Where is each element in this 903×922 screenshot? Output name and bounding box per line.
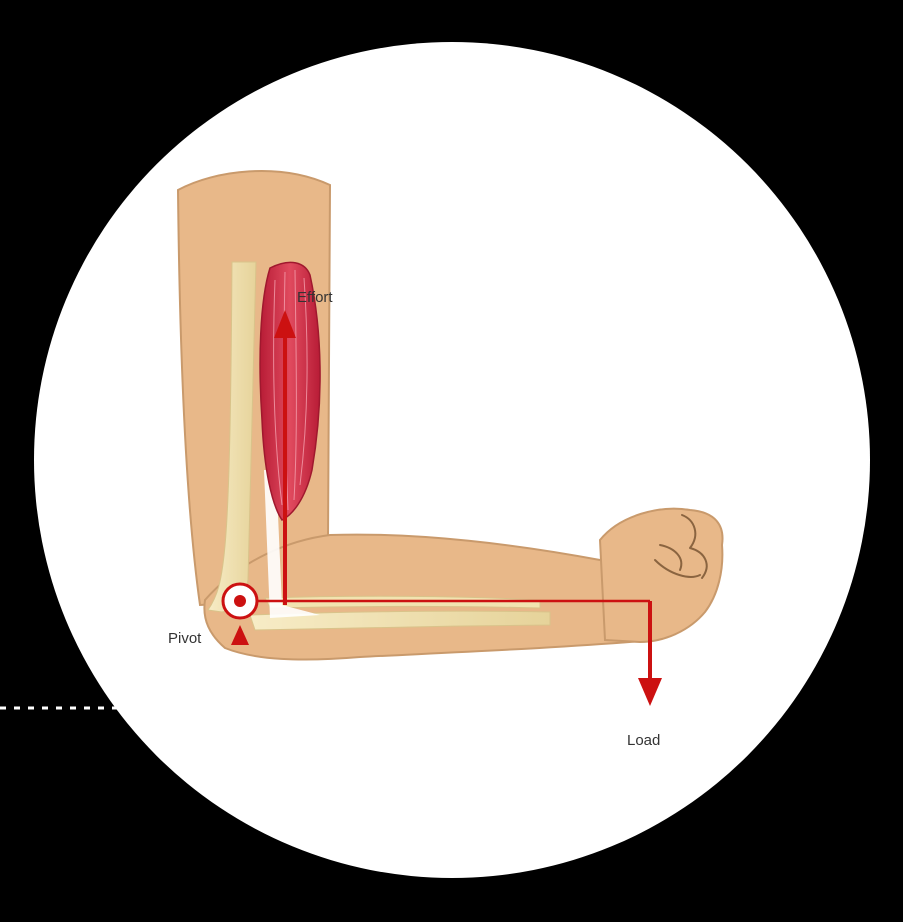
inner-circle — [34, 42, 870, 878]
pivot-label: Pivot — [168, 630, 202, 647]
load-label: Load — [627, 732, 660, 749]
pivot-circle-icon — [223, 584, 257, 618]
effort-label: Effort — [297, 289, 333, 306]
